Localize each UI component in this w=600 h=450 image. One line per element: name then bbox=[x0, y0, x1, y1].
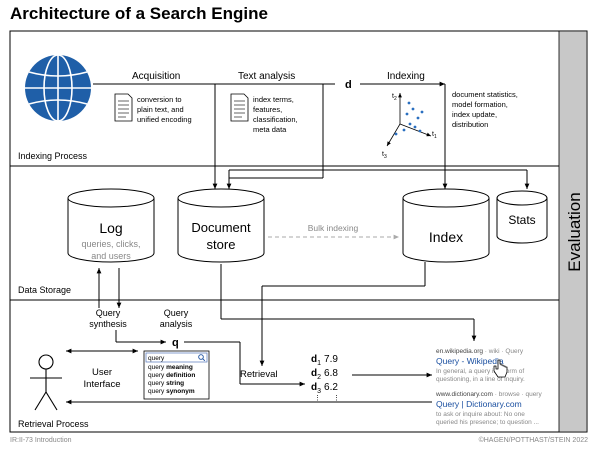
result-title-link[interactable]: Query | Dictionary.com bbox=[436, 399, 522, 409]
svg-text:Stats: Stats bbox=[508, 213, 535, 227]
svg-text:en.wikipedia.org · wiki · Quer: en.wikipedia.org · wiki · Query bbox=[436, 348, 524, 355]
query-analysis-label: Query bbox=[164, 308, 189, 318]
svg-text:www.dictionary.com · browse ·: www.dictionary.com · browse · query bbox=[435, 391, 542, 398]
data-storage-label: Data Storage bbox=[18, 285, 71, 295]
svg-text:queries, clicks,: queries, clicks, bbox=[81, 239, 140, 249]
result-title-link[interactable]: Query - Wikipedia bbox=[436, 356, 504, 366]
query-synthesis-label: Query bbox=[96, 308, 121, 318]
search-input[interactable] bbox=[145, 352, 208, 363]
svg-text:model formation,: model formation, bbox=[452, 100, 508, 109]
document-store-database: Document store bbox=[177, 188, 265, 263]
svg-text:⋮: ⋮ bbox=[333, 395, 340, 402]
svg-text:Document: Document bbox=[191, 220, 251, 235]
search-icon bbox=[198, 354, 206, 362]
svg-text:In general, a query is a form: In general, a query is a form of bbox=[436, 368, 524, 375]
svg-text:t1: t1 bbox=[432, 131, 437, 140]
query-analysis-label: analysis bbox=[160, 319, 193, 329]
indexing-process-label: Indexing Process bbox=[18, 151, 88, 161]
user-interface-label: Interface bbox=[84, 379, 121, 390]
user-icon bbox=[30, 354, 62, 411]
svg-text:to ask or inquire about: No on: to ask or inquire about: No one bbox=[436, 411, 525, 418]
indexing-note: document statistics, model formation, in… bbox=[452, 90, 518, 129]
indexing-label: Indexing bbox=[387, 71, 425, 82]
evaluation-bar bbox=[558, 30, 588, 433]
svg-text:features,: features, bbox=[253, 105, 282, 114]
q-symbol: q bbox=[172, 337, 179, 349]
suggestion-item[interactable]: query synonym bbox=[148, 388, 195, 395]
svg-text:conversion to: conversion to bbox=[137, 95, 182, 104]
svg-text:Index: Index bbox=[429, 229, 463, 245]
log-database: Log queries, clicks, and users bbox=[67, 188, 155, 263]
acquisition-note: conversion to plain text, and unified en… bbox=[137, 95, 192, 124]
svg-text:unified encoding: unified encoding bbox=[137, 115, 192, 124]
svg-text:queried his presence; to quest: queried his presence; to question ... bbox=[436, 419, 539, 426]
svg-text:store: store bbox=[207, 237, 236, 252]
suggestion-item[interactable]: query string bbox=[148, 380, 184, 387]
svg-text:⋮: ⋮ bbox=[314, 395, 321, 402]
evaluation-label: Evaluation bbox=[565, 192, 584, 271]
svg-text:query: query bbox=[148, 355, 165, 362]
svg-text:document statistics,: document statistics, bbox=[452, 90, 518, 99]
retrieval-label: Retrieval bbox=[240, 369, 278, 380]
vector-space-plot: t2 t1 t3 bbox=[382, 93, 437, 160]
footer-left: IR:II-73 Introduction bbox=[10, 437, 72, 444]
document-icon bbox=[230, 93, 249, 122]
stats-database: Stats bbox=[496, 190, 548, 244]
query-synthesis-label: synthesis bbox=[89, 319, 127, 329]
hand-cursor-icon bbox=[493, 359, 508, 378]
text-analysis-label: Text analysis bbox=[238, 71, 295, 82]
svg-text:index terms,: index terms, bbox=[253, 95, 294, 104]
svg-text:t3: t3 bbox=[382, 151, 387, 160]
svg-text:Log: Log bbox=[99, 220, 122, 236]
svg-text:t2: t2 bbox=[392, 93, 397, 102]
svg-text:plain text, and: plain text, and bbox=[137, 105, 184, 114]
user-interface-label: User bbox=[92, 367, 112, 378]
svg-text:classification,: classification, bbox=[253, 115, 298, 124]
document-icon bbox=[114, 93, 133, 122]
svg-text:and users: and users bbox=[91, 251, 131, 261]
search-suggest-box[interactable]: query query meaning query definition que… bbox=[143, 350, 210, 400]
svg-text:distribution: distribution bbox=[452, 120, 488, 129]
document-vector-points bbox=[394, 101, 424, 136]
text-analysis-note: index terms, features, classification, m… bbox=[253, 95, 298, 134]
svg-text:questioning, in a line of inqu: questioning, in a line of inquiry. bbox=[436, 376, 525, 383]
suggestion-item[interactable]: query definition bbox=[148, 372, 195, 379]
page-title: Architecture of a Search Engine bbox=[10, 4, 268, 23]
globe-icon bbox=[25, 54, 91, 122]
svg-text:meta data: meta data bbox=[253, 125, 287, 134]
retrieval-process-label: Retrieval Process bbox=[18, 419, 89, 429]
d-symbol: d bbox=[345, 79, 352, 91]
bulk-indexing-label: Bulk indexing bbox=[308, 223, 359, 233]
search-result[interactable]: www.dictionary.com · browse · query Quer… bbox=[435, 391, 542, 426]
index-database: Index bbox=[402, 188, 490, 263]
acquisition-label: Acquisition bbox=[132, 71, 180, 82]
footer-right: ©HAGEN/POTTHAST/STEIN 2022 bbox=[478, 437, 588, 444]
svg-text:index update,: index update, bbox=[452, 110, 497, 119]
suggestion-item[interactable]: query meaning bbox=[148, 364, 193, 371]
search-result[interactable]: en.wikipedia.org · wiki · Query Query - … bbox=[436, 348, 525, 383]
